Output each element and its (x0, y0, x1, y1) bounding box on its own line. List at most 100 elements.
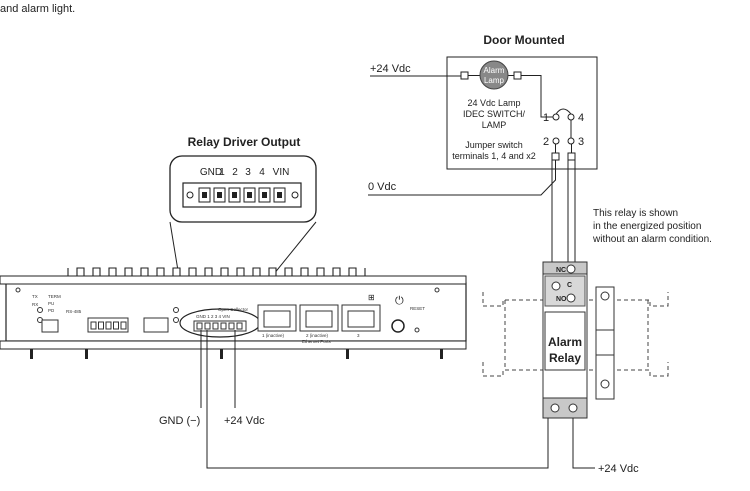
relay-top-cap (542, 261, 588, 275)
power-terminal-block (143, 317, 169, 333)
plus24-right-wire (572, 418, 595, 469)
power-icon: ⏻ (395, 295, 404, 307)
lamp-to-terminal-1-wire (521, 75, 553, 118)
relay-nc-screw-icon (566, 264, 576, 274)
open-collector-pins (196, 322, 243, 330)
dip-switch-icon (41, 319, 59, 333)
plus24-top-label: +24 Vdc (370, 63, 411, 75)
reset-button[interactable] (414, 327, 420, 333)
relay-no-screw-icon (566, 293, 576, 303)
rx-label: RX (32, 302, 38, 307)
open-collector-pin (228, 322, 235, 330)
power-button[interactable] (391, 319, 405, 333)
lamp-label-1: Alarm (484, 66, 505, 75)
device-foot-3 (220, 349, 223, 359)
relay-driver-pin-label: 3 (245, 167, 251, 178)
door-mounted-title: Door Mounted (483, 33, 564, 47)
device-top-edge (0, 275, 467, 285)
relay-note-1: This relay is shown (593, 208, 678, 219)
open-collector-pin (236, 322, 243, 330)
terminal-1-contact (552, 113, 560, 121)
terminal-1-label: 1 (543, 112, 549, 124)
connector-pin-contact (262, 192, 267, 198)
device-foot-2 (85, 349, 88, 359)
lamp-desc-1: 24 Vdc Lamp (467, 98, 520, 108)
din-end-stopper (595, 286, 615, 400)
terminal-4-contact (567, 113, 575, 121)
pd-label: PD (48, 308, 55, 313)
zero-vdc-label: 0 Vdc (368, 181, 397, 193)
device-mount-hole-icon (434, 287, 440, 293)
ethernet-ports-label: Ethernet Ports (302, 339, 332, 344)
zero-vdc-wire (368, 160, 556, 196)
relay-note-3: without an alarm condition. (592, 234, 712, 245)
tx-led-icon (37, 307, 43, 313)
pu-label: PU (48, 301, 54, 306)
lamp-desc-3: LAMP (482, 120, 507, 130)
relay-driver-pin-label: 2 (232, 167, 238, 178)
terminal-4-label: 4 (578, 112, 584, 124)
lamp-terminal-left (460, 71, 469, 80)
device-mount-hole-left-icon (15, 287, 21, 293)
relay-driver-pin-label: VIN (273, 167, 290, 178)
port-2-label: 2 (inactive) (306, 333, 329, 338)
relay-nc-label: NC (556, 267, 566, 274)
open-collector-pin (220, 322, 227, 330)
rs485-terminal-pins (90, 321, 127, 330)
rs485-pin (105, 321, 112, 330)
terminal-2-contact (552, 137, 560, 145)
relay-title-1: Alarm (548, 335, 582, 349)
connector-screw-right-icon (291, 191, 299, 199)
relay-note-2: in the energized position (593, 221, 701, 232)
device-foot-4 (346, 349, 349, 359)
relay-driver-pin-label: 1 (219, 167, 225, 178)
lamp-terminal-right (513, 71, 522, 80)
connector-pin-contact (202, 192, 207, 198)
plus24-bottom-label: +24 Vdc (224, 415, 265, 427)
connector-pin-contact (217, 192, 222, 198)
relay-driver-connector-pins (198, 187, 286, 203)
relay-c-screw-icon (551, 281, 561, 291)
relay-title-2: Relay (549, 351, 581, 365)
port-3-label: 3 (357, 333, 360, 338)
network-icon: ⊞ (368, 293, 375, 302)
open-collector-pin (212, 322, 219, 330)
relay-bottom-cap (542, 397, 588, 419)
open-collector-pin (204, 322, 211, 330)
rs485-label: RS-485 (66, 309, 82, 314)
jumper-desc-1: Jumper switch (465, 140, 523, 150)
term-label: TERM (48, 294, 61, 299)
relay-c-label: C (567, 282, 572, 289)
status-led-2-icon (173, 317, 179, 323)
terminal-2-label: 2 (543, 136, 549, 148)
connector-pin-contact (247, 192, 252, 198)
gnd-label: GND (−) (159, 415, 200, 427)
rs485-pin (90, 321, 97, 330)
rs485-pin (120, 321, 127, 330)
port-1-label: 1 (inactive) (262, 333, 285, 338)
jumper-desc-2: terminals 1, 4 and x2 (452, 151, 536, 161)
reset-label: RESET (410, 306, 425, 311)
lamp-label-2: Lamp (484, 76, 505, 85)
relay-driver-pin-label: GND (200, 167, 222, 178)
connector-pin-contact (277, 192, 282, 198)
open-collector-connector (193, 320, 247, 332)
open-collector-pins-label: GND 1 2 3 4 VIN (196, 314, 230, 319)
relay-driver-pin-label: 4 (259, 167, 265, 178)
alarm-relay: NC C NO Alarm Relay (542, 261, 588, 419)
terminal-3-label: 3 (578, 136, 584, 148)
relay-terminal-block (544, 275, 586, 307)
lamp-desc-2: IDEC SWITCH/ (463, 109, 525, 119)
connector-screw-left-icon (186, 191, 194, 199)
device-foot-1 (30, 349, 33, 359)
device-bottom-edge (0, 340, 467, 350)
tx-label: TX (32, 294, 38, 299)
stopper-screw-top-icon (600, 291, 610, 301)
relay-coil-screw-left-icon (550, 403, 560, 413)
open-collector-pin (196, 322, 203, 330)
gnd-wire-to-relay (206, 330, 549, 469)
plus24-right-label: +24 Vdc (598, 463, 639, 475)
status-led-1-icon (173, 307, 179, 313)
